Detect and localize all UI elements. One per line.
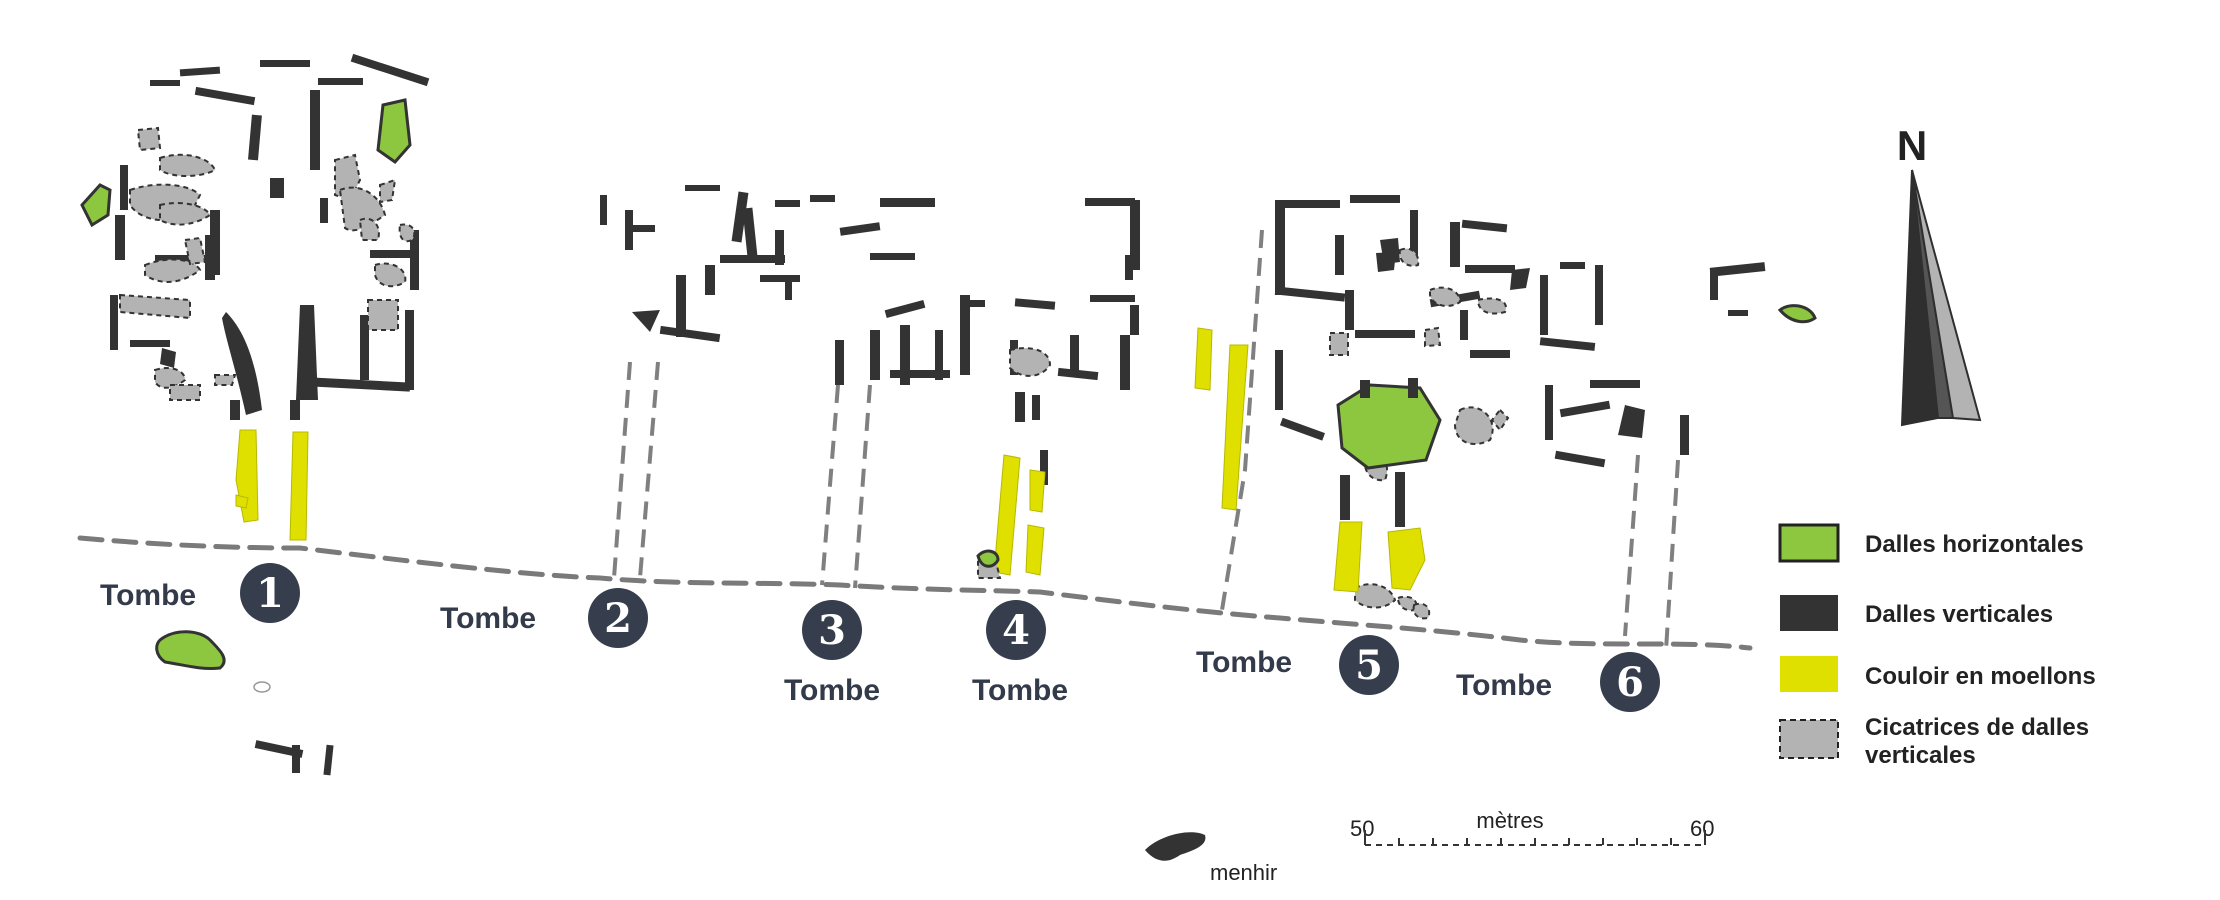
legend-label-cicatrices-2: verticales xyxy=(1865,742,1976,769)
tomb-3-marker: 3 Tombe xyxy=(784,600,880,707)
tomb-3-number: 3 xyxy=(818,607,846,654)
tomb-5-label: Tombe xyxy=(1196,646,1292,679)
scale-title: mètres xyxy=(1476,808,1543,833)
legend-swatch-cicatrices xyxy=(1779,719,1839,759)
tomb-4-badge xyxy=(986,600,1046,660)
tomb-4-couloir xyxy=(976,454,1046,579)
tomb-1-number: 1 xyxy=(256,570,284,617)
couloir-strip xyxy=(1194,327,1249,511)
tomb-3-corridor xyxy=(820,384,872,589)
tomb-5-structure xyxy=(1274,195,1530,620)
tomb-4-number: 4 xyxy=(1002,607,1030,654)
tomb-2-structure xyxy=(600,185,765,343)
tomb-3-label: Tombe xyxy=(784,674,880,707)
menhir-label: menhir xyxy=(1210,860,1277,885)
tomb-3-badge xyxy=(802,600,862,660)
site-limit-line xyxy=(77,535,1753,651)
tomb-1-badge xyxy=(240,563,300,623)
tomb-6-corridor xyxy=(1623,454,1680,651)
legend-swatch-couloir xyxy=(1780,656,1838,692)
tomb-5-badge xyxy=(1339,635,1399,695)
legend-label-cicatrices-1: Cicatrices de dalles xyxy=(1865,714,2089,741)
legend-label-vertical: Dalles verticales xyxy=(1865,601,2053,628)
north-arrow-light-half xyxy=(1911,169,1982,422)
legend: Dalles horizontales Dalles verticales Co… xyxy=(1778,523,2096,769)
tomb-4-structure xyxy=(965,198,1140,485)
scale-end-label: 60 xyxy=(1690,816,1714,841)
tomb-1-marker: Tombe 1 xyxy=(100,563,300,623)
tomb-2-number: 2 xyxy=(604,595,632,642)
tomb-4-marker: 4 Tombe xyxy=(972,600,1068,707)
tomb-6-number: 6 xyxy=(1616,659,1644,706)
tomb-1-label: Tombe xyxy=(100,579,196,612)
north-arrow: N xyxy=(1897,122,1982,427)
small-marker xyxy=(253,681,271,693)
isolated-slabs-south xyxy=(254,740,334,776)
menhir-stone xyxy=(1145,832,1206,861)
couloir-strip-limit xyxy=(1220,229,1264,611)
tomb-2-badge xyxy=(588,588,648,648)
legend-swatch-vertical xyxy=(1780,595,1838,631)
north-letter: N xyxy=(1897,122,1927,169)
tomb-6-badge xyxy=(1600,652,1660,712)
tomb-2-corridor xyxy=(612,361,660,579)
menhir: menhir xyxy=(1145,832,1277,885)
tomb-6-marker: Tombe 6 xyxy=(1456,652,1660,712)
tomb-5-marker: Tombe 5 xyxy=(1196,635,1399,695)
tomb-5-number: 5 xyxy=(1355,642,1383,689)
tomb-1-structure xyxy=(80,53,430,541)
tomb-6-structure xyxy=(1539,262,1817,468)
tomb-6-label: Tombe xyxy=(1456,669,1552,702)
tomb-4-label: Tombe xyxy=(972,674,1068,707)
scale-bar: 50 mètres 60 xyxy=(1350,808,1714,846)
tomb-3-structure xyxy=(735,195,970,385)
legend-label-horizontal: Dalles horizontales xyxy=(1865,531,2084,558)
tomb-1-horizontal-slab-isolated xyxy=(155,630,226,670)
scale-ticks xyxy=(1364,830,1706,845)
tomb-2-marker: Tombe 2 xyxy=(440,588,648,648)
legend-label-couloir: Couloir en moellons xyxy=(1865,663,2096,690)
legend-swatch-horizontal xyxy=(1778,523,1840,563)
tomb-2-label: Tombe xyxy=(440,602,536,635)
scale-start-label: 50 xyxy=(1350,816,1374,841)
